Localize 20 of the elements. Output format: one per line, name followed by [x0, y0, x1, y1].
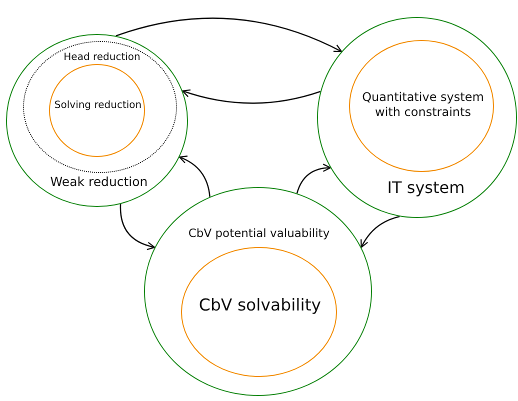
- inner-circle: [181, 247, 337, 377]
- outer-circle: [317, 17, 517, 218]
- circle-label: Head reduction: [62, 52, 142, 64]
- arrow: [296, 164, 331, 194]
- arrow: [360, 216, 400, 248]
- arrow: [120, 204, 156, 250]
- inner-circle: [49, 64, 145, 157]
- outer-circle: [6, 34, 188, 207]
- circle-label: Quantitative system with constraints: [361, 90, 485, 120]
- inner-circle: [349, 40, 494, 172]
- circle-label: CbV potential valuability: [187, 226, 331, 240]
- arrow: [178, 156, 210, 197]
- arrow: [116, 18, 342, 52]
- arrow: [182, 89, 321, 104]
- circle-label: Weak reduction: [49, 174, 149, 190]
- circle-label: CbV solvability: [198, 296, 322, 316]
- circle-label: IT system: [386, 178, 466, 198]
- circle-label: Solving reduction: [53, 100, 143, 112]
- outer-circle: [144, 187, 372, 396]
- dotted-circle: [23, 41, 177, 173]
